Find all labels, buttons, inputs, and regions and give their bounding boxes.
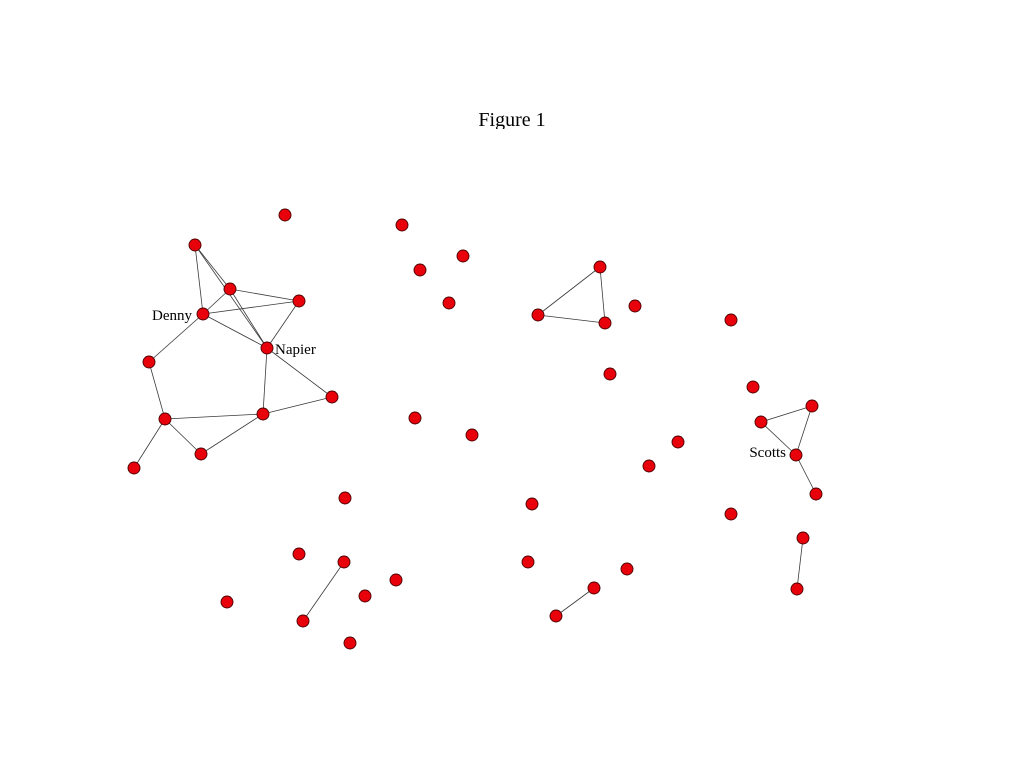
graph-edge <box>194 244 204 315</box>
graph-node <box>790 582 804 596</box>
graph-node <box>194 447 208 461</box>
graph-node <box>805 399 819 413</box>
graph-edge <box>133 418 166 469</box>
graph-node <box>292 547 306 561</box>
graph-edge <box>795 405 813 456</box>
node-layer <box>127 208 823 650</box>
graph-edge <box>229 288 268 349</box>
graph-node <box>620 562 634 576</box>
graph-edge <box>262 347 268 415</box>
graph-node <box>598 316 612 330</box>
graph-edge <box>555 587 595 617</box>
graph-node <box>603 367 617 381</box>
graph-node <box>220 595 234 609</box>
graph-edge <box>202 313 268 349</box>
graph-node <box>296 614 310 628</box>
figure-title: Figure 1 <box>478 109 546 129</box>
graph-node <box>796 531 810 545</box>
graph-edge <box>200 413 264 455</box>
graph-node <box>260 341 274 355</box>
graph-node <box>789 448 803 462</box>
graph-edge <box>164 418 202 455</box>
graph-edge <box>266 300 300 349</box>
graph-edge <box>599 266 606 324</box>
graph-edge <box>537 266 601 316</box>
edge-layer <box>133 244 817 622</box>
graph-node <box>456 249 470 263</box>
graph-node <box>278 208 292 222</box>
graph-edge <box>266 347 333 398</box>
graph-node <box>746 380 760 394</box>
graph-node <box>521 555 535 569</box>
graph-node <box>531 308 545 322</box>
graph-edge <box>302 561 345 622</box>
graph-node <box>127 461 141 475</box>
graph-node <box>465 428 479 442</box>
graph-node <box>325 390 339 404</box>
graph-node <box>593 260 607 274</box>
graph-node <box>142 355 156 369</box>
graph-node <box>525 497 539 511</box>
graph-edge <box>148 361 166 420</box>
graph-node <box>292 294 306 308</box>
graph-node <box>724 507 738 521</box>
graph-edge <box>760 405 813 423</box>
graph-edge <box>795 454 817 495</box>
graph-node <box>754 415 768 429</box>
graph-node <box>337 555 351 569</box>
graph-node <box>196 307 210 321</box>
graph-node <box>158 412 172 426</box>
graph-node <box>256 407 270 421</box>
graph-node <box>549 609 563 623</box>
graph-edge <box>760 421 797 456</box>
graph-node <box>389 573 403 587</box>
graph-node <box>671 435 685 449</box>
graph-node <box>587 581 601 595</box>
graph-node <box>628 299 642 313</box>
graph-node <box>338 491 352 505</box>
graph-edge <box>194 244 268 349</box>
graph-edge <box>229 288 300 302</box>
graph-node <box>343 636 357 650</box>
graph-edge <box>164 413 264 420</box>
node-label-napier: Napier <box>275 342 316 358</box>
graph-edge <box>148 313 204 363</box>
graph-node <box>395 218 409 232</box>
graph-node <box>358 589 372 603</box>
graph-node <box>442 296 456 310</box>
graph-edge <box>796 537 804 590</box>
node-label-scotts: Scotts <box>749 445 786 461</box>
graph-node <box>408 411 422 425</box>
graph-node <box>642 459 656 473</box>
graph-node <box>724 313 738 327</box>
node-label-denny: Denny <box>152 308 192 324</box>
graph-node <box>413 263 427 277</box>
graph-node <box>223 282 237 296</box>
label-layer: Denny Napier Scotts <box>152 308 786 461</box>
graph-node <box>809 487 823 501</box>
graph-edge <box>537 314 606 324</box>
graph-edge <box>194 244 231 290</box>
graph-edge <box>262 396 333 415</box>
graph-edge <box>202 300 300 315</box>
graph-node <box>188 238 202 252</box>
